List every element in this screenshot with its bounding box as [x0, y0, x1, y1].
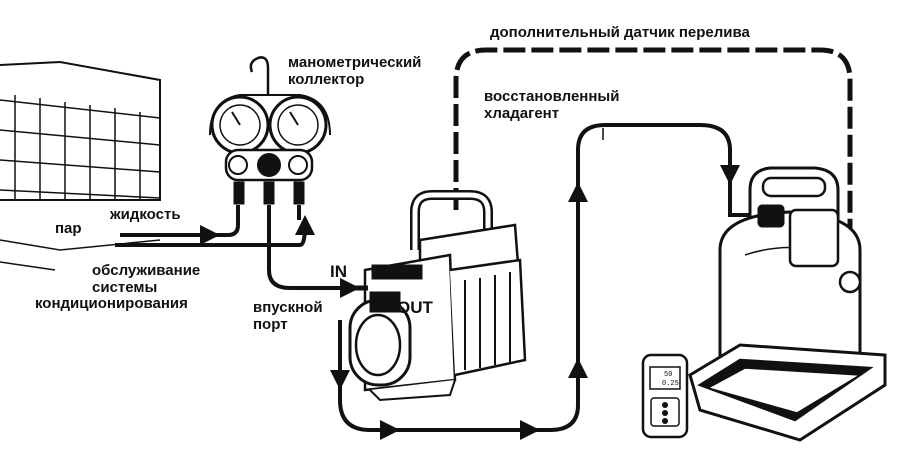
scale-display	[641, 353, 689, 439]
service-label-line3: кондиционирования	[35, 295, 188, 312]
recovered-line	[330, 123, 755, 440]
scale-value-1: 50	[664, 371, 672, 379]
intake-label-line1: впускной	[253, 299, 323, 316]
out-port-label: OUT	[397, 298, 434, 317]
scale-value-2: 0.25	[662, 380, 679, 388]
manifold-label-line2: коллектор	[288, 71, 365, 88]
intake-label-line2: порт	[253, 316, 288, 333]
hoses	[115, 205, 360, 298]
service-label-line2: системы	[92, 279, 158, 296]
recovered-label-line2: хладагент	[484, 105, 560, 122]
recovered-label-line1: восстановленный	[484, 88, 620, 105]
manifold-label-line1: манометрический	[288, 54, 422, 71]
overflow-sensor-label: дополнительный датчик перелива	[490, 24, 750, 41]
in-port-label: IN	[330, 262, 347, 281]
recovery-pump	[348, 190, 527, 402]
vapor-label: пар	[55, 220, 82, 237]
refrigerant-scale	[688, 343, 887, 442]
manifold-hook	[249, 56, 270, 100]
condenser-unit	[0, 60, 161, 271]
liquid-label: жидкость	[110, 206, 181, 223]
manifold-gauges	[209, 94, 331, 205]
overflow-sensor-line	[453, 47, 853, 290]
service-label-line1: обслуживание	[92, 262, 201, 279]
